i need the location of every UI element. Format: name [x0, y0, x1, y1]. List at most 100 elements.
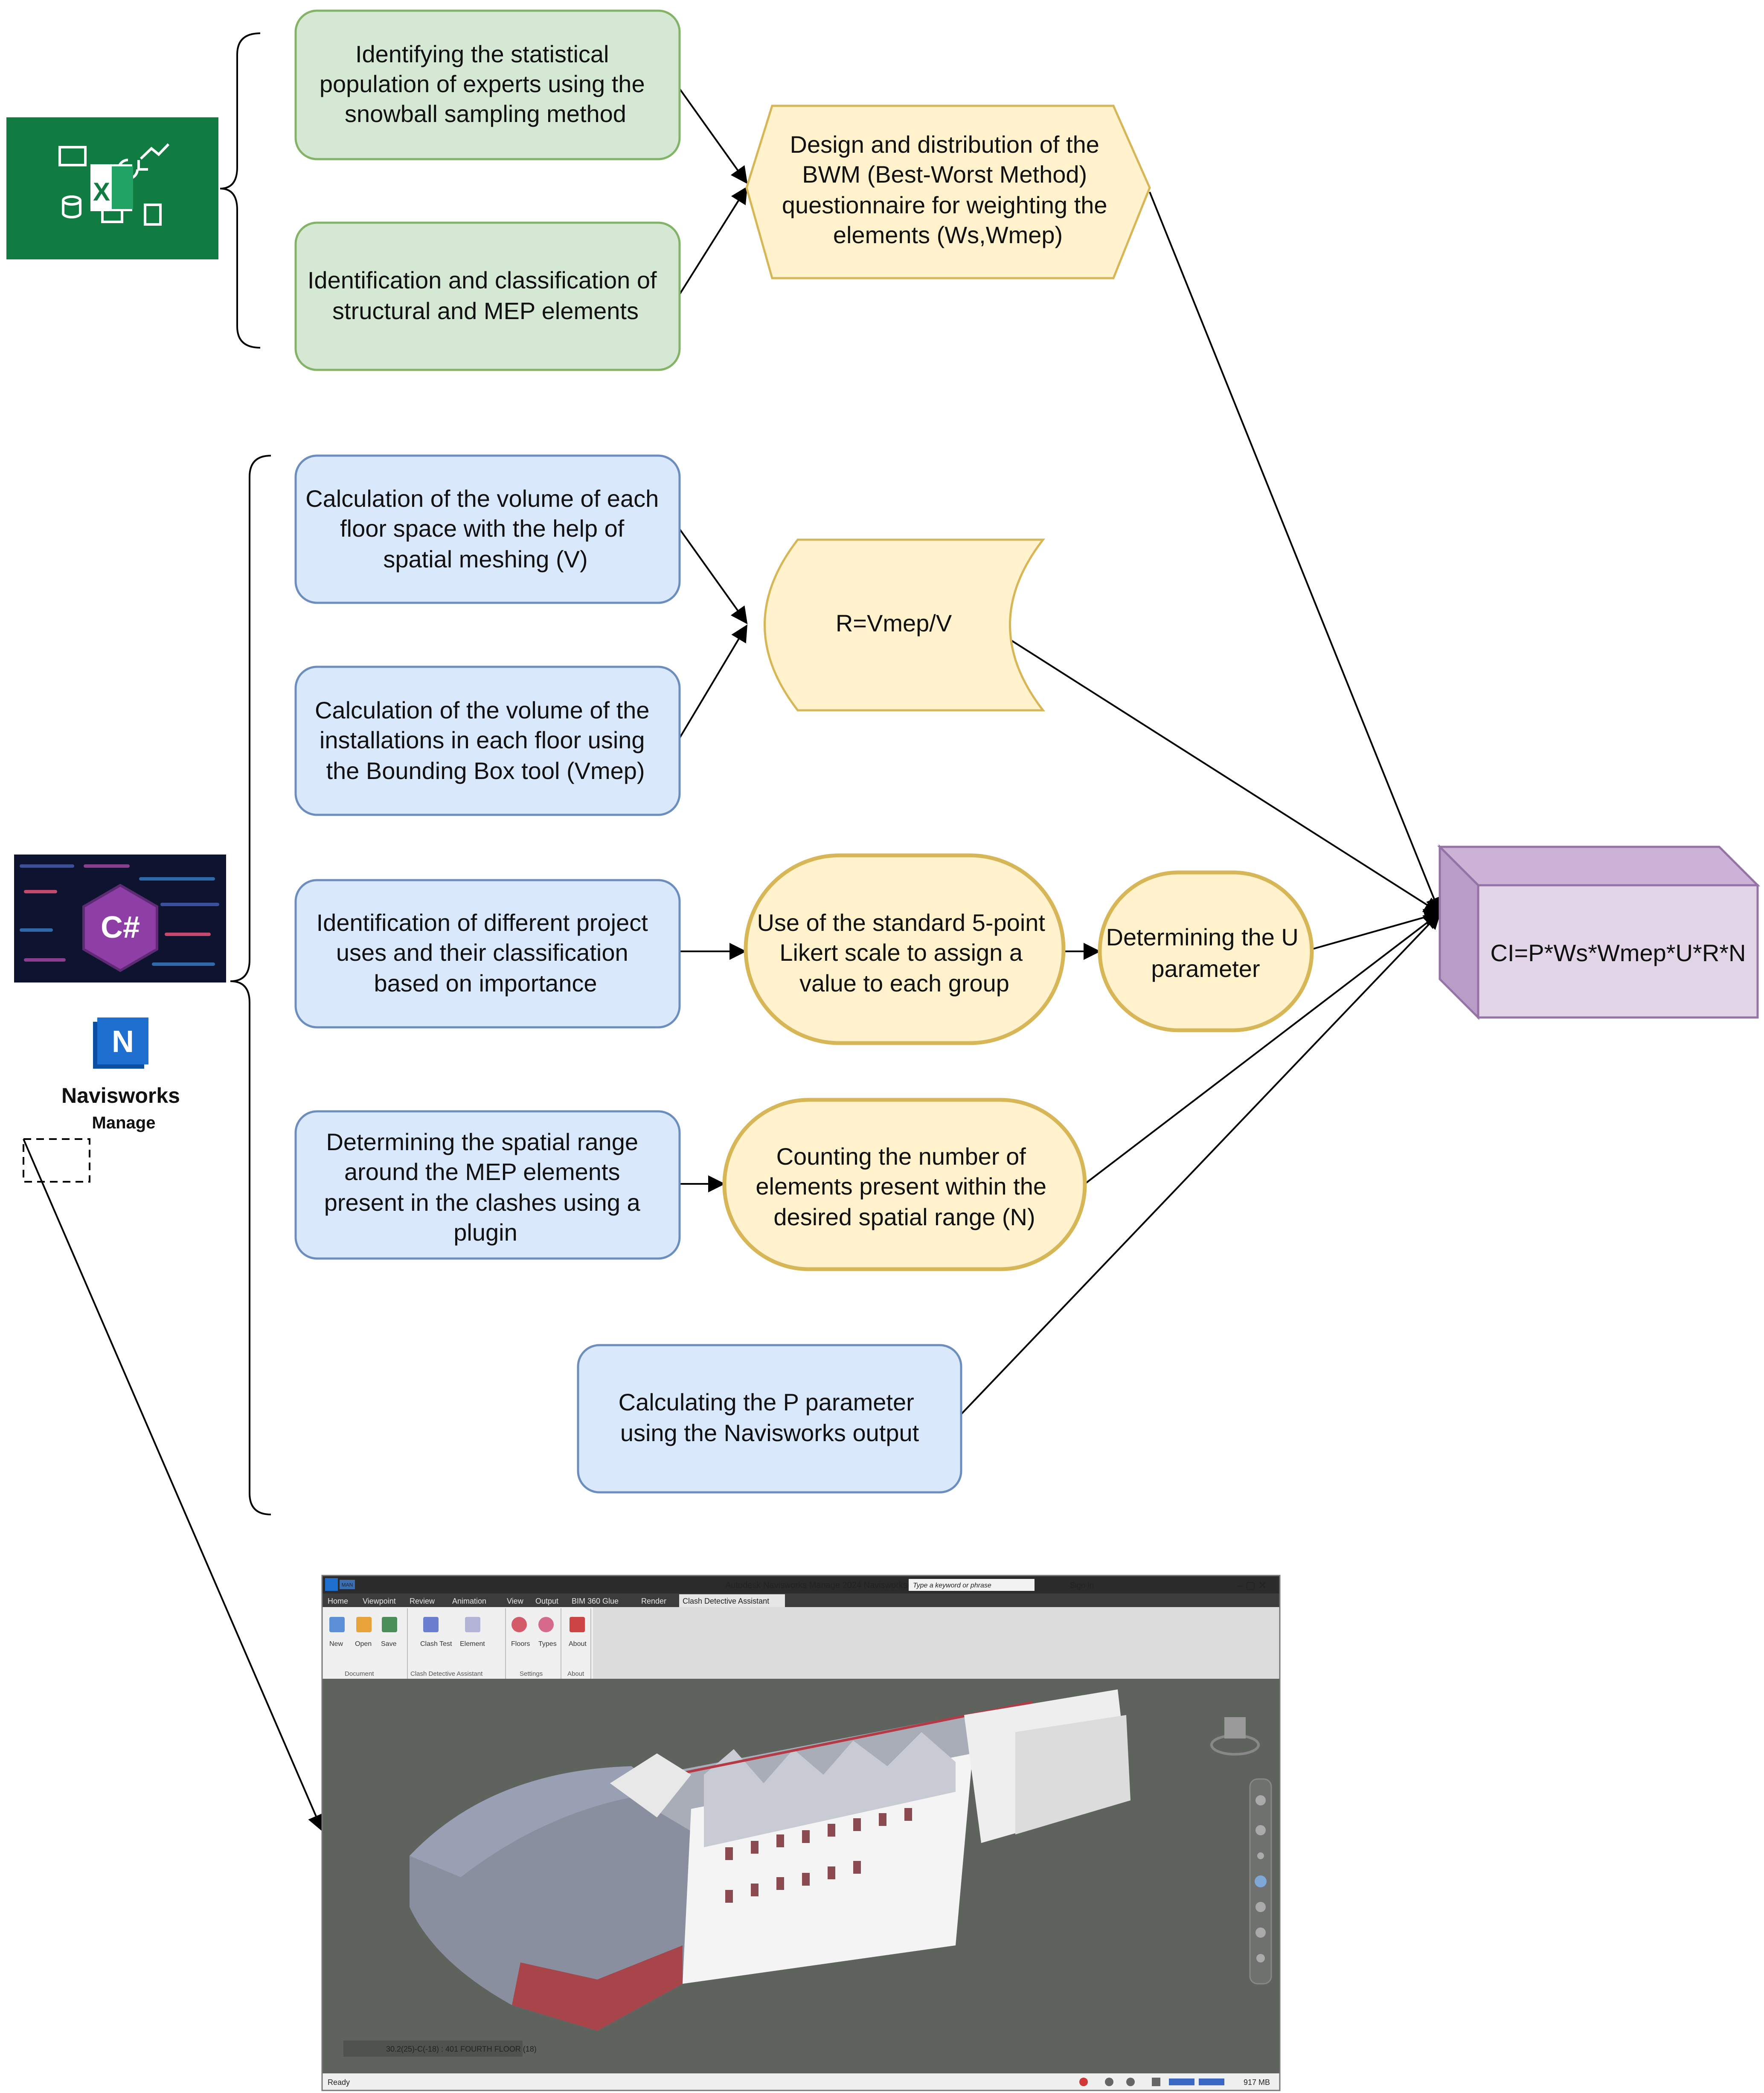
new-icon	[329, 1617, 345, 1632]
ribbon-group-settings: Settings	[520, 1670, 543, 1677]
spatial-range-line-3: present in the clashes using a	[324, 1189, 641, 1216]
floor-volume-line-2: floor space with the help of	[340, 515, 625, 542]
ribbon-button-save[interactable]: Save	[381, 1640, 397, 1648]
app-logo-icon	[325, 1578, 338, 1591]
window-title: Autodesk Navisworks Manage 2024 Naviswor…	[725, 1581, 950, 1590]
uses-line-3: based on importance	[374, 970, 597, 997]
bwm-line-1: Design and distribution of the	[790, 131, 1099, 158]
ribbon-group-about: About	[567, 1670, 584, 1677]
ribbon-button-types[interactable]: Types	[538, 1640, 557, 1648]
install-volume-line-2: installations in each floor using	[320, 727, 645, 753]
ribbon-button-labels: New Open Save Clash Test Element Floors Types A…	[329, 1640, 587, 1648]
active-tab-highlight	[679, 1594, 785, 1607]
brace-top-group	[220, 32, 261, 349]
connectors	[23, 88, 1442, 1832]
sign-in-link: Sign In	[1070, 1581, 1094, 1590]
bwm-line-4: elements (Ws,Wmep)	[833, 221, 1063, 248]
classification-line-2: structural and MEP elements	[332, 297, 639, 324]
u-param-line-2: parameter	[1151, 955, 1260, 982]
navigation-bar-icons	[1255, 1795, 1267, 1962]
floor-volume-box: Calculation of the volume of each floor …	[294, 454, 681, 604]
brace-bottom-group	[230, 455, 271, 1515]
search-placeholder: Type a keyword or phrase	[913, 1582, 991, 1589]
u-parameter-shape: Determining the U parameter	[1098, 870, 1314, 1032]
tab-animation[interactable]: Animation	[452, 1597, 486, 1605]
project-uses-box: Identification of different project uses…	[294, 879, 681, 1029]
svg-text:Calculating the P parameter: Calculating the P parameter using the Na…	[619, 1389, 921, 1446]
about-icon	[570, 1617, 585, 1632]
ribbon-button-open[interactable]: Open	[355, 1640, 372, 1648]
likert-line-2: Likert scale to assign a	[779, 939, 1023, 966]
floors-icon	[511, 1617, 527, 1632]
svg-text:Identification and classificat: Identification and classification of str…	[308, 267, 663, 324]
ribbon-button-floors[interactable]: Floors	[511, 1640, 530, 1648]
svg-text:Calculation of the volume of t: Calculation of the volume of the install…	[315, 697, 656, 784]
view-cube-icon[interactable]	[1210, 1717, 1260, 1756]
coordinate-panel	[343, 2041, 523, 2057]
snowball-line-3: snowball sampling method	[345, 100, 626, 127]
tab-bim-360-glue[interactable]: BIM 360 Glue	[572, 1597, 619, 1605]
ribbon-group-document: Document	[345, 1670, 374, 1677]
navisworks-sub: Manage	[92, 1113, 156, 1132]
clash-test-icon	[423, 1617, 439, 1632]
p-param-line-2: using the Navisworks output	[620, 1419, 919, 1446]
building-model	[410, 1689, 1130, 2031]
excel-logo: X	[6, 117, 218, 259]
install-volume-line-3: the Bounding Box tool (Vmep)	[326, 757, 645, 784]
svg-text:CI=P*Ws*Wmep*U*R*N: CI=P*Ws*Wmep*U*R*N	[1491, 939, 1746, 966]
svg-text:Use of the standard 5-point: Use of the standard 5-point Likert scale…	[757, 909, 1052, 997]
ribbon-button-new[interactable]: New	[329, 1640, 343, 1648]
spatial-range-line-2: around the MEP elements	[344, 1158, 620, 1185]
ribbon-button-icons	[329, 1617, 585, 1632]
likert-scale-shape: Use of the standard 5-point Likert scale…	[744, 853, 1066, 1045]
snowball-line-2: population of experts using the	[320, 70, 645, 97]
navisworks-logo: N Navisworks Manage	[23, 1017, 180, 1183]
tab-render[interactable]: Render	[641, 1597, 666, 1605]
svg-text:Identification of different pr: Identification of different project uses…	[317, 909, 655, 997]
screenshot-titlebar	[322, 1576, 1280, 1593]
search-input[interactable]	[909, 1579, 1035, 1591]
counting-line-3: desired spatial range (N)	[773, 1203, 1035, 1230]
status-memory: 917 MB	[1244, 2078, 1270, 2087]
counting-line-1: Counting the number of	[776, 1143, 1026, 1170]
status-icons	[1079, 2078, 1224, 2086]
open-icon	[356, 1617, 372, 1632]
counting-line-2: elements present within the	[756, 1173, 1046, 1200]
svg-text:Design and distribution of the: Design and distribution of the BWM (Best…	[782, 131, 1114, 248]
ribbon-button-about[interactable]: About	[569, 1640, 587, 1648]
bwm-line-3: questionnaire for weighting the	[782, 192, 1107, 218]
element-icon	[465, 1617, 480, 1632]
status-bar	[322, 2073, 1280, 2090]
spatial-range-line-4: plugin	[453, 1219, 517, 1246]
svg-text:Calculation of the volume of e: Calculation of the volume of each floor …	[305, 485, 665, 573]
snowball-sampling-box: Identifying the statistical population o…	[294, 9, 681, 160]
tab-view[interactable]: View	[507, 1597, 524, 1605]
tab-review[interactable]: Review	[410, 1597, 435, 1605]
types-icon	[538, 1617, 554, 1632]
likert-line-1: Use of the standard 5-point	[757, 909, 1045, 936]
tab-viewpoint[interactable]: Viewpoint	[363, 1597, 396, 1605]
p-parameter-box: Calculating the P parameter using the Na…	[577, 1344, 962, 1494]
tab-output[interactable]: Output	[535, 1597, 558, 1605]
coordinate-readout: 30.2(25)-C(-18) : 401 FOURTH FLOOR (18)	[386, 2045, 537, 2053]
bwm-line-2: BWM (Best-Worst Method)	[802, 161, 1087, 188]
ribbon-button-element[interactable]: Element	[460, 1640, 485, 1648]
navisworks-name: Navisworks	[61, 1084, 180, 1108]
svg-text:Identifying the statistical: Identifying the statistical population o…	[320, 41, 651, 127]
tab-home[interactable]: Home	[328, 1597, 348, 1605]
csharp-logo: C#	[14, 855, 226, 983]
u-param-line-1: Determining the U	[1106, 924, 1299, 951]
svg-text:Determining the spatial range: Determining the spatial range around the…	[324, 1128, 647, 1246]
element-classification-box: Identification and classification of str…	[294, 221, 681, 371]
uses-line-1: Identification of different project	[317, 909, 648, 936]
classification-line-1: Identification and classification of	[308, 267, 657, 294]
snowball-line-1: Identifying the statistical	[355, 41, 609, 67]
ci-formula-text: CI=P*Ws*Wmep*U*R*N	[1491, 939, 1746, 966]
svg-text:Determining the U parame: Determining the U parameter	[1106, 924, 1305, 982]
ci-formula-cube: CI=P*Ws*Wmep*U*R*N	[1437, 844, 1761, 1020]
ribbon-button-clash-test[interactable]: Clash Test	[420, 1640, 452, 1648]
tab-clash-detective-assistant[interactable]: Clash Detective Assistant	[683, 1597, 769, 1605]
uses-line-2: uses and their classification	[336, 939, 628, 966]
